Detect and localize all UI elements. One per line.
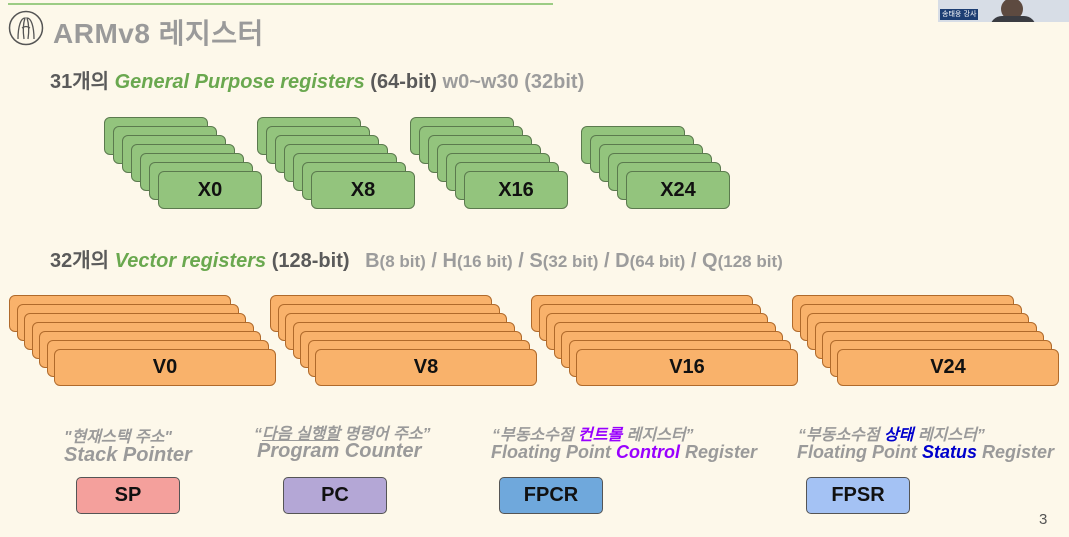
register-label: V16 (669, 356, 705, 378)
vec-d: D (615, 250, 630, 272)
register-card (158, 171, 262, 209)
presenter-caption: 송태웅 강사 (940, 9, 979, 20)
vec-count: 32개의 (50, 250, 110, 272)
fpsr-quote-highlight: 상태 (884, 427, 914, 444)
sp-register: SP (76, 477, 180, 514)
vec-width: (128-bit) (271, 250, 350, 272)
pc-quote-open: “ (254, 426, 262, 443)
pc-quote-underlined: 다음 실행할 (262, 426, 341, 443)
register-card (837, 349, 1059, 386)
register-label: X0 (197, 178, 223, 201)
vec-q-size: (128 bit) (717, 252, 783, 271)
register-card (576, 349, 798, 386)
fpcr-quote: “부동소수점 컨트롤 레지스터” (492, 421, 694, 445)
presenter-video: 송태웅 강사 (938, 0, 1069, 22)
register-card (311, 171, 415, 209)
pc-register: PC (283, 477, 387, 514)
register-label: V0 (152, 356, 178, 378)
gp-alias: w0~w30 (32bit) (442, 71, 585, 93)
fpcr-quote-b: 레지스터” (622, 427, 694, 444)
register-label: V24 (930, 356, 966, 378)
fpsr-name: Floating Point Status Register (797, 442, 1054, 463)
vec-h-size: (16 bit) (456, 252, 513, 271)
page-title: ARMv8 레지스터 (53, 18, 264, 49)
pc-quote: “다음 실행할 명령어 주소” (254, 420, 431, 444)
gp-heading: 31개의 General Purpose registers (64-bit) … (50, 65, 584, 94)
fpcr-register: FPCR (499, 477, 603, 514)
gp-count: 31개의 (50, 71, 110, 93)
sp-name: Stack Pointer (64, 444, 192, 466)
vec-views: B(8 bit) / H(16 bit) / S(32 bit) / D(64 … (365, 250, 783, 272)
fpsr-register: FPSR (806, 477, 910, 514)
sp-quote: "현재스택 주소" (64, 429, 172, 446)
vec-d-size: (64 bit) (629, 252, 686, 271)
vec-b-size: (8 bit) (379, 252, 426, 271)
vec-heading: 32개의 Vector registers (128-bit) B(8 bit)… (50, 244, 783, 273)
vec-q: Q (702, 250, 718, 272)
fpsr-quote: “부동소수점 상태 레지스터” (798, 421, 985, 445)
vec-sep: / (518, 250, 524, 272)
pc-quote-rest: 명령어 주소” (340, 426, 431, 443)
fpcr-quote-a: “부동소수점 (492, 427, 579, 444)
fpcr-name-a: Floating Point (491, 442, 616, 462)
fpsr-name-highlight: Status (921, 442, 977, 462)
fpcr-quote-highlight: 컨트롤 (578, 427, 623, 444)
fpsr-quote-a: “부동소수점 (798, 427, 885, 444)
top-accent-line (8, 3, 553, 5)
register-label: V8 (413, 356, 439, 378)
register-label: X8 (350, 178, 376, 201)
presenter-body (990, 16, 1036, 22)
register-card (626, 171, 730, 209)
fpsr-name-b: Register (977, 442, 1055, 462)
register-card (315, 349, 537, 386)
vec-sep: / (431, 250, 437, 272)
register-label: X24 (660, 178, 696, 201)
pc-name: Program Counter (257, 440, 422, 462)
gp-width: (64-bit) (370, 71, 437, 93)
fpsr-quote-b: 레지스터” (913, 427, 985, 444)
register-card (54, 349, 276, 386)
register-label: X16 (498, 178, 534, 201)
vec-b: B (365, 250, 380, 272)
vec-sep: / (604, 250, 610, 272)
vec-name: Vector registers (114, 250, 267, 272)
vec-sep: / (690, 250, 697, 272)
page-number: 3 (1039, 511, 1048, 528)
logo-icon (8, 10, 44, 46)
fpcr-name: Floating Point Control Register (491, 442, 757, 463)
vec-h: H (442, 250, 457, 272)
vec-s-size: (32 bit) (542, 252, 599, 271)
presenter-head (1001, 0, 1023, 20)
fpcr-name-b: Register (679, 442, 757, 462)
register-card (464, 171, 568, 209)
fpsr-name-a: Floating Point (797, 442, 922, 462)
fpcr-name-highlight: Control (615, 442, 680, 462)
gp-name: General Purpose registers (114, 71, 365, 93)
vec-s: S (529, 250, 543, 272)
